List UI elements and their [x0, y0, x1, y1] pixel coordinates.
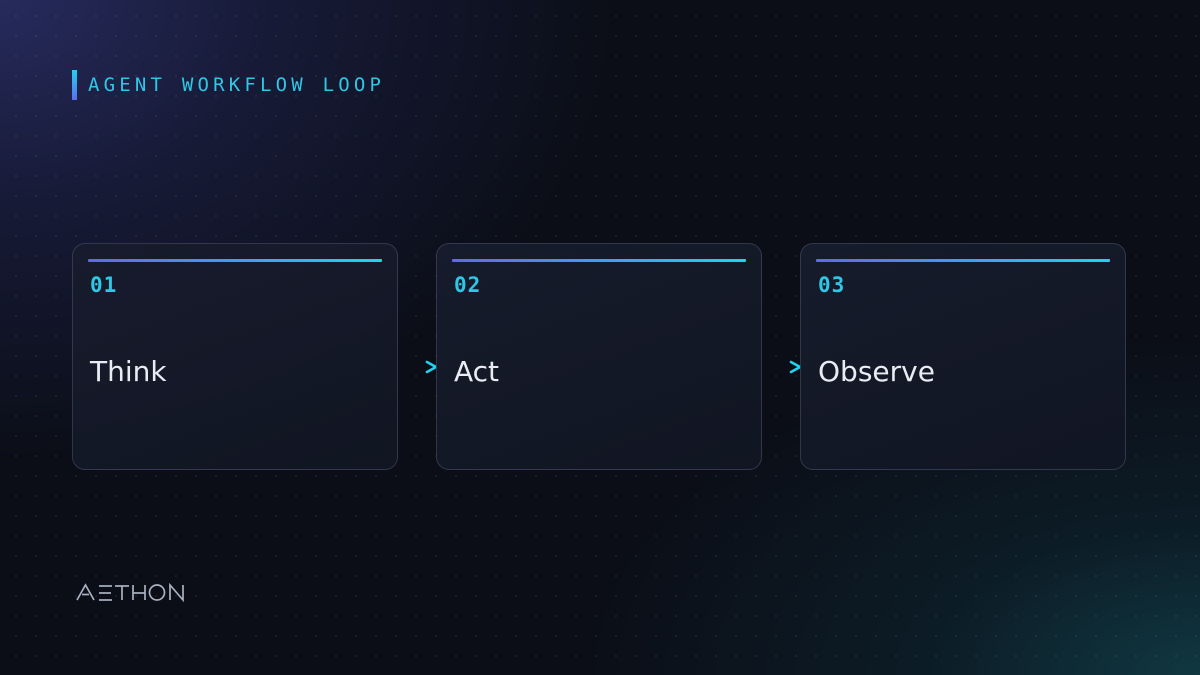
step-number: 02 — [454, 273, 482, 297]
card-accent-line — [452, 259, 746, 262]
step-label: Act — [454, 355, 500, 388]
step-number: 01 — [90, 273, 118, 297]
slide-title: AGENT WORKFLOW LOOP — [88, 74, 386, 96]
card-accent-line — [88, 259, 382, 262]
card-accent-line — [816, 259, 1110, 262]
step-label: Think — [90, 355, 167, 388]
arrow-right-icon — [406, 355, 438, 374]
step-card-observe: 03 Observe — [800, 243, 1126, 470]
aethon-logo — [76, 582, 184, 603]
slide-header: AGENT WORKFLOW LOOP — [72, 70, 385, 100]
arrow-right-icon — [770, 355, 802, 374]
step-card-act: 02 Act — [436, 243, 762, 470]
step-label: Observe — [818, 355, 935, 388]
title-accent-bar — [72, 70, 77, 100]
step-card-think: 01 Think — [72, 243, 398, 470]
step-number: 03 — [818, 273, 846, 297]
